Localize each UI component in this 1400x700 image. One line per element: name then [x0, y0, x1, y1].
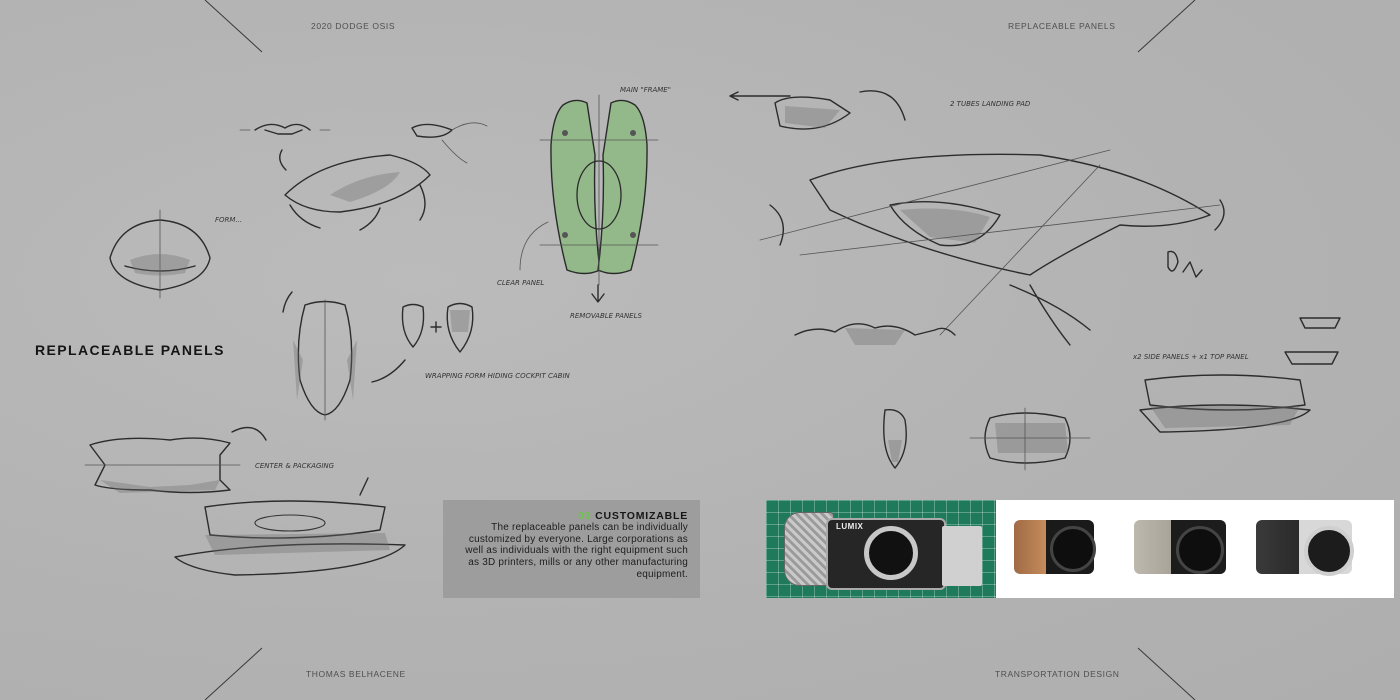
corner-line-bottom-right	[1137, 647, 1196, 700]
sketch-detail-top	[411, 122, 488, 164]
note-side-panels: x2 SIDE PANELS + x1 TOP PANEL	[1132, 353, 1249, 361]
arrow-tubes	[859, 90, 906, 121]
lens-black	[1304, 526, 1354, 576]
arrow-up-left	[282, 291, 293, 313]
sketch-stack	[1139, 317, 1341, 433]
textured-panel-right	[942, 526, 982, 586]
leader-clear-panel	[519, 221, 549, 271]
note-center-pack: CENTER & PACKAGING	[255, 462, 335, 470]
sketch-top-view-small	[239, 123, 331, 135]
callout-box: 03 CUSTOMIZABLE The replaceable panels c…	[443, 500, 700, 598]
sketch-main-frame	[539, 94, 659, 286]
note-tubes: 2 TUBES LANDING PAD	[950, 100, 1031, 108]
sketch-side-view	[84, 437, 241, 494]
sketch-pod-top	[969, 407, 1091, 471]
note-main-frame: MAIN "FRAME"	[620, 86, 671, 94]
corner-line-top-right	[1137, 0, 1196, 53]
sketch-big-perspective	[759, 149, 1225, 346]
sketch-cockpit-parts	[401, 302, 474, 353]
callout-title-text: CUSTOMIZABLE	[595, 510, 688, 522]
sketch-tubes	[729, 91, 851, 130]
section-heading: REPLACEABLE PANELS	[35, 342, 225, 358]
arrow-small	[359, 477, 369, 496]
arrow-down-1	[279, 149, 287, 171]
footer-subject: TRANSPORTATION DESIGN	[995, 669, 1120, 679]
lens-silver	[1176, 526, 1224, 574]
header-left-title: 2020 DODGE OSIS	[311, 21, 396, 31]
note-removable: REMOVABLE PANELS	[570, 312, 643, 320]
arrow-side	[231, 426, 267, 441]
lens-copper	[1050, 526, 1096, 572]
camera-black	[1256, 520, 1354, 576]
callout-body: The replaceable panels can be individual…	[465, 522, 688, 580]
note-clear-panel: CLEAR PANEL	[497, 279, 544, 287]
note-wrapping: WRAPPING FORM HIDING COCKPIT CABIN	[425, 372, 571, 380]
camera-lens-main	[864, 526, 918, 580]
arrow-curve	[371, 359, 406, 383]
note-front: FORM...	[215, 216, 242, 224]
header-right-title: REPLACEABLE PANELS	[1008, 21, 1116, 31]
sketch-pod-front	[883, 409, 907, 469]
camera-copper	[1014, 520, 1096, 574]
sketch-top-view	[293, 299, 357, 421]
sketch-hull-bottom	[174, 500, 406, 576]
sketch-sticker	[1167, 250, 1203, 278]
corner-line-top-left	[204, 0, 263, 53]
camera-silver	[1134, 520, 1226, 574]
camera-photo-strip: LUMIX	[766, 500, 1394, 598]
footer-author: THOMAS BELHACENE	[306, 669, 406, 679]
callout-number: 03	[578, 510, 592, 522]
photo-cutting-mat: LUMIX	[766, 500, 996, 598]
sketch-profile-small	[794, 323, 956, 345]
sketch-front-view	[109, 209, 211, 299]
callout-title: 03 CUSTOMIZABLE	[578, 510, 688, 522]
camera-body-main: LUMIX	[826, 518, 946, 590]
sketch-hull-perspective	[284, 154, 431, 231]
arrow-down-frame	[591, 284, 605, 303]
camera-brand-label: LUMIX	[836, 522, 864, 531]
corner-line-bottom-left	[204, 647, 263, 700]
